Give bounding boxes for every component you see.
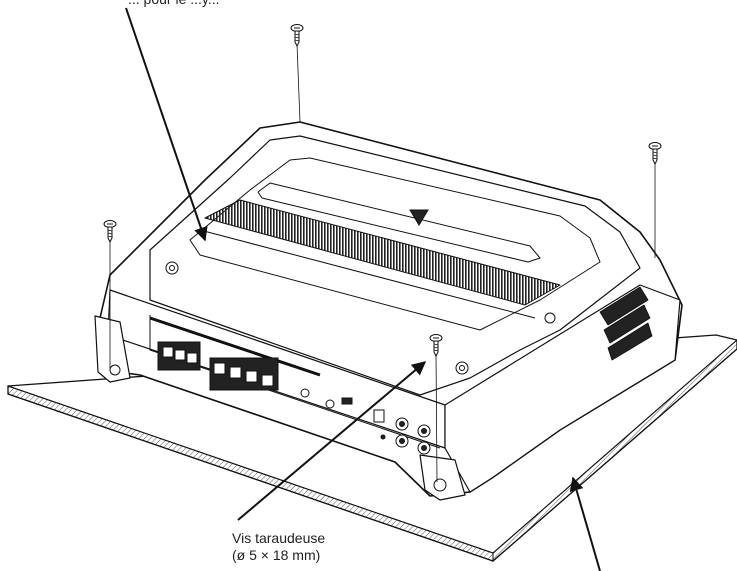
self-tapping-screw-icon [648, 142, 662, 166]
screw-right [648, 142, 662, 258]
callout-screw-label: Vis taraudeuse (ø 5 × 18 mm) [232, 530, 325, 564]
screw-label-line1: Vis taraudeuse [232, 530, 326, 546]
front-panel-controls [300, 388, 431, 455]
self-tapping-screw-icon [429, 334, 443, 358]
self-tapping-screw-icon [103, 220, 117, 244]
amplifier-body [94, 121, 683, 501]
callout-arrow-screw [237, 361, 427, 521]
speaker-terminal-block-left [157, 341, 201, 371]
triangle-logo-icon [409, 209, 429, 226]
callout-arrow-top [125, 7, 208, 242]
screw-left [103, 220, 117, 368]
screw-top-left [290, 24, 304, 123]
speaker-terminal-block-right [209, 357, 279, 391]
screw-front [429, 334, 443, 483]
self-tapping-screw-icon [290, 24, 304, 48]
screw-label-line2: (ø 5 × 18 mm) [232, 547, 321, 563]
callout-top-label: ... pour le ...y... [128, 0, 220, 8]
callout-arrow-board [569, 476, 601, 571]
